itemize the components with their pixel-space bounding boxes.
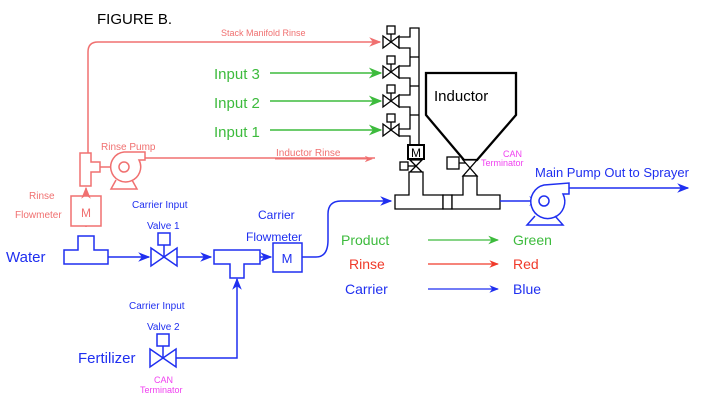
stack-manifold-rinse-label: Stack Manifold Rinse (221, 28, 306, 38)
inductor-valve (446, 156, 501, 210)
valve-1-label-1: Carrier Input (132, 200, 188, 211)
rinse-flowmeter-symbol: M (81, 206, 91, 220)
inductor-hopper (424, 71, 518, 162)
carrier-flowmeter-label-2: Flowmeter (246, 230, 302, 244)
input-1-label: Input 1 (214, 124, 260, 141)
rinse-flowmeter-label-2: Flowmeter (15, 210, 62, 221)
legend-product-color: Green (513, 232, 552, 248)
carrier-tee (213, 249, 261, 279)
water-label: Water (6, 249, 45, 266)
inductor-can-label-1: CAN (503, 149, 522, 159)
carrier-to-manifold-line (302, 196, 393, 258)
manifold-meter (407, 144, 425, 160)
carrier-valve-1 (150, 232, 178, 268)
legend-carrier-label: Carrier (345, 281, 388, 297)
carrier-flowmeter-label-1: Carrier (258, 208, 295, 222)
legend-rinse-color: Red (513, 256, 539, 272)
carrier-valve-2 (149, 333, 177, 369)
manifold-valve-input-3 (382, 55, 400, 80)
valve-2-can-label-1: CAN (154, 375, 173, 385)
manifold-meter-symbol: M (411, 146, 421, 160)
manifold-valve-rinse (382, 25, 400, 50)
fertilizer-label: Fertilizer (78, 350, 136, 367)
water-tee (63, 235, 109, 265)
valve-2-label-2: Valve 2 (147, 322, 180, 333)
carrier-flowmeter-symbol: M (282, 251, 293, 266)
rinse-tee-fitting (79, 152, 101, 187)
rinse-pump-label: Rinse Pump (101, 142, 156, 153)
legend-product-label: Product (341, 232, 389, 248)
carrier-system: Water Carrier Input Valve 1 M Carrier Fl… (6, 196, 393, 395)
rinse-system: Stack Manifold Rinse Inductor Rinse Rins… (15, 28, 382, 227)
valve-1-label-2: Valve 1 (147, 221, 180, 232)
rinse-flowmeter-label-1: Rinse (29, 191, 55, 202)
rinse-flowmeter (70, 195, 102, 227)
main-pump-label: Main Pump Out to Sprayer (535, 165, 690, 180)
valve-2-label-1: Carrier Input (129, 301, 185, 312)
inductor-rinse-label: Inductor Rinse (276, 148, 341, 159)
input-3-label: Input 3 (214, 66, 260, 83)
inductor: Inductor CAN Terminator (424, 71, 524, 210)
figure-title: FIGURE B. (97, 11, 172, 28)
inductor-label: Inductor (434, 88, 488, 105)
main-pump-icon (525, 182, 570, 226)
manifold-valve-input-2 (382, 84, 400, 109)
legend-carrier-color: Blue (513, 281, 541, 297)
main-pump: Main Pump Out to Sprayer (500, 165, 690, 226)
stack-manifold (382, 25, 453, 210)
valve-2-can-label-2: Terminator (140, 385, 183, 395)
manifold-valve-input-1 (382, 113, 400, 138)
legend-rinse-label: Rinse (349, 256, 385, 272)
product-inputs: Input 3 Input 2 Input 1 (214, 66, 383, 141)
input-2-label: Input 2 (214, 95, 260, 112)
manifold-tee (394, 171, 444, 210)
inductor-can-label-2: Terminator (481, 158, 524, 168)
rinse-pump-icon (109, 151, 146, 190)
legend: Product Green Rinse Red Carrier Blue (341, 232, 552, 297)
stack-manifold-rinse-line (87, 37, 382, 158)
fertilizer-line (176, 277, 242, 359)
